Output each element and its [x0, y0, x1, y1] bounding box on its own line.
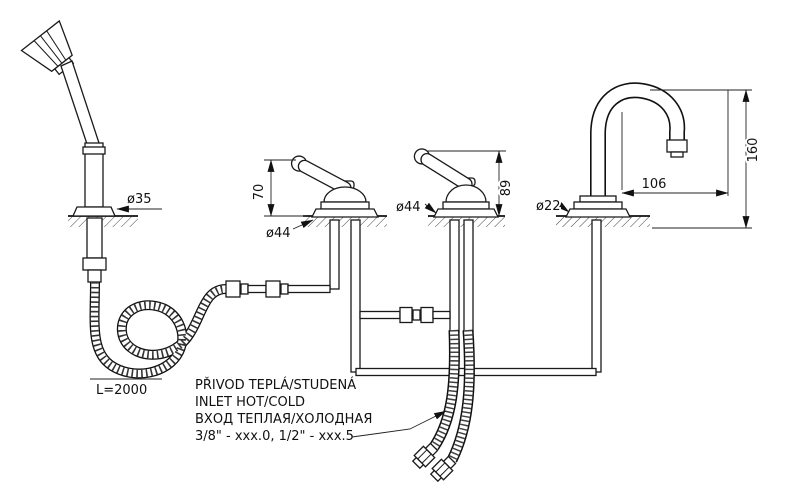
dim-left-valve-height: 70: [250, 159, 306, 217]
supply-hose-fitting: [429, 455, 457, 483]
shower-hose-connector: [87, 269, 102, 283]
valve-left-escutcheon: [310, 208, 380, 218]
spout-base-upper: [579, 195, 617, 203]
valve-right-lever: [413, 148, 473, 191]
supply-hose-fitting: [411, 442, 439, 470]
hand-shower-escutcheon: [71, 206, 117, 217]
spout-base-mid: [573, 201, 623, 210]
spout-tail-pipe: [591, 219, 602, 373]
hand-shower: [20, 19, 117, 217]
valve-right-dome: [445, 184, 487, 203]
dim-label: ø44: [266, 226, 291, 241]
dim-label: 89: [499, 180, 514, 197]
dim-label: 160: [746, 138, 761, 163]
hose-connectors: [225, 280, 331, 298]
dim-label: 106: [642, 177, 667, 192]
spout-supply-pipe: [355, 367, 597, 377]
union-collar: [240, 283, 249, 295]
braided-hose-texture: [430, 329, 459, 450]
dim-right-valve-dia: ø44: [394, 198, 437, 217]
spout-escutcheon: [564, 208, 632, 218]
dimensions: ø35 L=2000 70 ø44 ø44 89: [90, 89, 763, 400]
deck-strip: [303, 216, 387, 227]
dim-label: ø44: [396, 200, 421, 215]
dim-spout-height: 160: [650, 89, 763, 229]
deck-strip: [68, 216, 138, 227]
dim-spout-reach: 106: [621, 90, 729, 197]
spout-aerator-tip: [670, 151, 684, 158]
union-nut: [420, 306, 434, 324]
union-nut: [399, 306, 413, 324]
note-line-thread-sizes: 3/8" - xxx.0, 1/2" - xxx.5: [195, 429, 354, 444]
branch-pipe: [359, 310, 401, 320]
shower-tail-nut: [82, 257, 107, 271]
valve-right-base-upper: [442, 201, 490, 210]
shower-hose: [89, 280, 331, 379]
note-line-czech: PŘIVOD TEPLÁ/STUDENÁ: [195, 377, 356, 393]
spout: [564, 82, 688, 218]
inlet-notes: PŘIVOD TEPLÁ/STUDENÁ INLET HOT/COLD ВХОД…: [195, 377, 447, 444]
dim-label: ø22: [536, 199, 561, 214]
valve-right: [413, 148, 500, 218]
note-line-russian: ВХОД ТЕПЛАЯ/ХОЛОДНАЯ: [195, 412, 372, 427]
union-nut: [265, 280, 281, 298]
valve-left: [290, 155, 380, 218]
dim-spout-dia: ø22: [534, 197, 570, 216]
dim-label: L=2000: [96, 383, 147, 398]
valve-right-escutcheon: [432, 208, 500, 218]
dim-label: ø35: [127, 192, 152, 207]
deck-strip: [556, 216, 650, 227]
right-valve-tail-a: [449, 219, 460, 333]
dim-left-valve-dia: ø44: [264, 219, 314, 243]
shower-tail-pipe: [86, 217, 103, 259]
dim-hose-length: L=2000: [90, 378, 162, 400]
valve-left-base-upper: [320, 201, 370, 210]
dim-shower-head-dia: ø35: [116, 190, 162, 213]
branch-pipe: [432, 310, 451, 320]
left-valve-tail-a: [329, 219, 340, 290]
supply-hoses: [411, 329, 475, 483]
union-nut: [225, 280, 241, 298]
spout-tube: [591, 83, 684, 204]
note-leader-line: [351, 410, 447, 438]
spout-aerator-nut: [666, 139, 688, 153]
union-collar: [412, 309, 421, 321]
hand-shower-ring-nut: [82, 146, 106, 155]
below-deck-pipes: [82, 217, 602, 377]
note-line-english: INLET HOT/COLD: [195, 395, 305, 410]
braided-hose-texture: [448, 329, 474, 462]
connector-pipe: [247, 284, 267, 294]
valve-left-dome: [323, 186, 367, 203]
hand-shower-handle: [60, 60, 100, 148]
hose-coil-texture: [90, 281, 227, 378]
right-valve-tail-b: [463, 219, 474, 333]
connector-pipe: [287, 284, 331, 294]
dim-label: 70: [252, 184, 267, 201]
union-collar: [280, 283, 289, 295]
dim-right-valve-height: 89: [428, 150, 516, 217]
left-valve-tail-b: [350, 219, 361, 373]
